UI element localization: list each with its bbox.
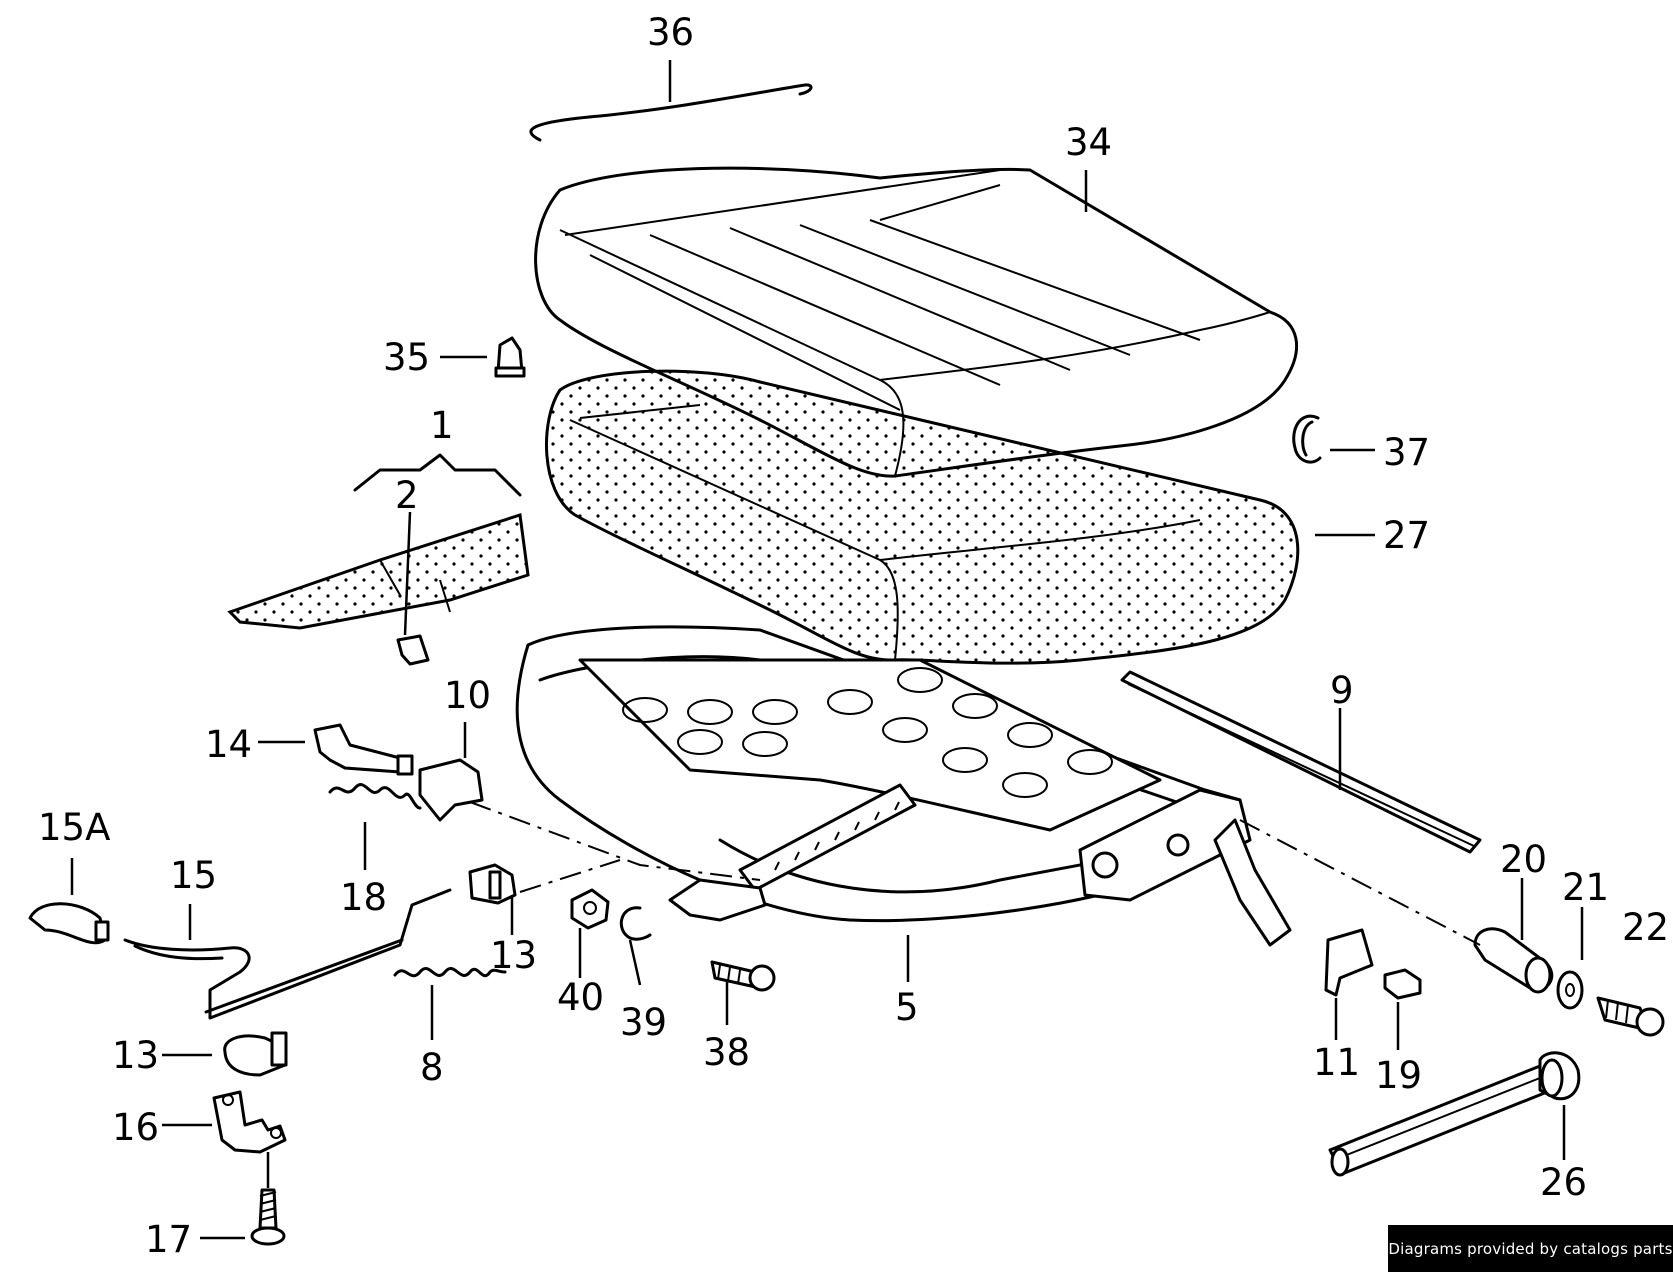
frame-holes [622,667,1113,798]
label-part-15A: 15A [38,806,110,849]
part-labels: 36 34 35 1 2 37 27 10 9 14 15A 15 18 13 … [38,11,1669,1261]
label-part-27: 27 [1383,514,1430,557]
assembly-axes [469,801,1481,946]
part-13-bushing-lower [223,1031,288,1077]
label-part-19: 19 [1375,1054,1422,1097]
rack-teeth [774,801,900,871]
part-20-sleeve [1473,927,1554,994]
label-part-13-lower: 13 [112,1034,159,1077]
label-part-40: 40 [557,976,604,1019]
part-19-cap [1383,968,1422,1000]
label-part-21: 21 [1562,866,1609,909]
label-part-36: 36 [647,11,694,54]
label-part-2: 2 [395,474,419,517]
part-18-spring [328,783,422,810]
label-part-18: 18 [340,876,387,919]
label-part-8: 8 [420,1046,444,1089]
part-39-clip [619,906,652,941]
part-36-wire [529,83,813,142]
part-21-washer [1556,970,1584,1010]
label-part-15: 15 [170,854,217,897]
part-2-clip [396,634,430,666]
bracket-1 [353,453,522,497]
part-26-end-cap [1538,1051,1581,1101]
label-part-16: 16 [112,1106,159,1149]
part-15-release-rod [123,888,452,1020]
part-1-side-trim [227,513,530,630]
part-37-c-ring [1292,414,1322,464]
label-part-39: 39 [620,1001,667,1044]
part-15A-knob [28,902,110,945]
part-16-bracket [212,1090,287,1154]
label-part-5: 5 [895,986,919,1029]
label-part-11: 11 [1313,1041,1360,1084]
label-part-14: 14 [205,723,252,766]
label-part-13-upper: 13 [490,934,537,977]
part-17-screw [250,1188,286,1246]
part-27-foam-pad [545,369,1300,665]
part-38-bolt [710,960,776,992]
label-part-1: 1 [430,404,454,447]
label-part-17: 17 [145,1218,192,1261]
part-9-slide-rail [1120,670,1482,854]
label-part-26: 26 [1540,1161,1587,1204]
part-10-bracket [418,758,484,822]
label-part-20: 20 [1500,838,1547,881]
leader-lines [70,60,1584,1240]
part-22-bolt [1596,996,1665,1037]
part-14-pin [313,723,414,776]
credit-banner: Diagrams provided by catalogs parts [1388,1225,1673,1272]
part-40-nut [570,888,610,930]
label-part-22: 22 [1622,906,1669,949]
part-11-clip [1324,928,1374,997]
label-part-9: 9 [1330,669,1354,712]
part-8-spring [393,967,507,978]
label-part-34: 34 [1065,121,1112,164]
part-13-bushing-upper [468,863,517,905]
part-26-tube [1328,1064,1554,1177]
label-part-37: 37 [1383,431,1430,474]
part-5-seat-frame [515,625,1292,947]
part-35-clip [494,336,526,378]
label-part-10: 10 [444,674,491,717]
label-part-38: 38 [703,1031,750,1074]
label-part-35: 35 [383,336,430,379]
side-mount-bracket [668,878,767,922]
